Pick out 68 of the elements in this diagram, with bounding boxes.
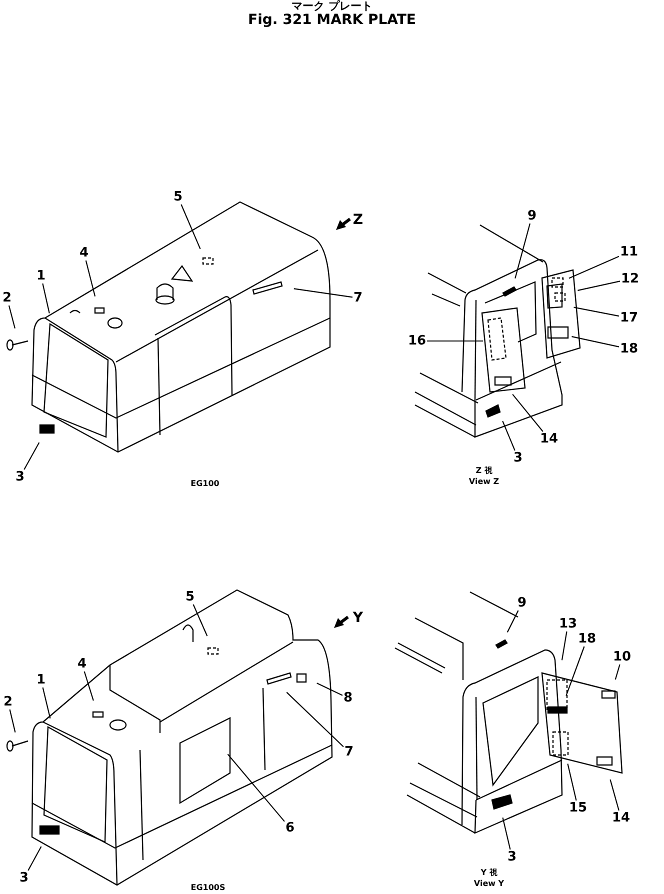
leader-line <box>502 818 511 850</box>
leader-line <box>24 442 40 470</box>
leader-line <box>192 604 208 636</box>
callout-number: 8 <box>343 692 353 704</box>
leader-line <box>294 288 353 298</box>
leader-line <box>42 687 51 718</box>
leader-line <box>9 709 16 732</box>
callout-number: 7 <box>353 292 363 304</box>
callout-number: 9 <box>517 596 527 610</box>
callout-number: 18 <box>578 632 596 646</box>
callout-number: 12 <box>620 272 640 286</box>
callout-number: 13 <box>558 618 578 630</box>
leader-line <box>28 846 42 871</box>
callout-number: 2 <box>2 292 12 304</box>
leader-line <box>561 631 568 660</box>
view-label: View Z <box>468 478 500 486</box>
leader-line <box>574 306 620 317</box>
leader-line <box>567 764 577 801</box>
view-label: Y 視 <box>480 869 498 877</box>
leader-line <box>512 394 544 432</box>
drawing-code: EG100 <box>190 480 220 488</box>
view-label: View Y <box>474 880 504 888</box>
leader-line <box>84 671 94 701</box>
leader-line <box>514 223 530 279</box>
drawing-code: EG100S <box>190 884 226 892</box>
leader-line <box>8 305 16 329</box>
leader-line <box>610 779 620 811</box>
callout-number: 18 <box>620 342 638 356</box>
leader-line <box>85 260 96 296</box>
callout-number: 3 <box>507 850 517 864</box>
callout-number: 14 <box>540 432 558 446</box>
leader-line <box>566 646 585 696</box>
view-letter: Z <box>352 213 364 227</box>
leader-line <box>180 204 201 250</box>
callout-number: 5 <box>173 190 183 204</box>
leader-line <box>578 280 620 291</box>
callout-number: 5 <box>185 590 195 604</box>
callout-number: 7 <box>344 746 354 758</box>
callout-number: 17 <box>620 312 638 324</box>
callout-number: 15 <box>568 802 588 814</box>
callout-number: 1 <box>36 270 46 282</box>
leader-line <box>572 336 620 348</box>
callout-number: 3 <box>19 872 29 884</box>
callout-number: 2 <box>3 696 13 708</box>
callout-number: 4 <box>77 658 87 670</box>
leader-line <box>506 610 519 633</box>
leader-line <box>42 283 50 314</box>
callout-number: 1 <box>36 674 46 686</box>
leader-line <box>316 682 343 696</box>
callout-number: 3 <box>513 452 523 464</box>
callout-number: 11 <box>620 246 638 258</box>
leader-line <box>614 664 620 680</box>
callout-number: 10 <box>612 650 632 664</box>
callout-number: 4 <box>79 246 89 260</box>
callout-number: 3 <box>15 470 25 484</box>
leader-line <box>568 256 620 279</box>
callout-number: 14 <box>612 812 630 824</box>
leader-line <box>502 420 516 451</box>
view-label: Z 視 <box>476 467 492 475</box>
japanese-title: マーク プレート <box>292 0 372 12</box>
leader-line <box>427 340 483 342</box>
callout-number: 9 <box>527 210 537 222</box>
view-letter: Y <box>352 611 364 625</box>
figure-title: Fig. 321 MARK PLATE <box>248 13 416 27</box>
callout-number: 16 <box>408 334 426 348</box>
callout-number: 6 <box>285 822 295 834</box>
leader-line <box>227 754 285 822</box>
leader-line <box>286 692 344 748</box>
